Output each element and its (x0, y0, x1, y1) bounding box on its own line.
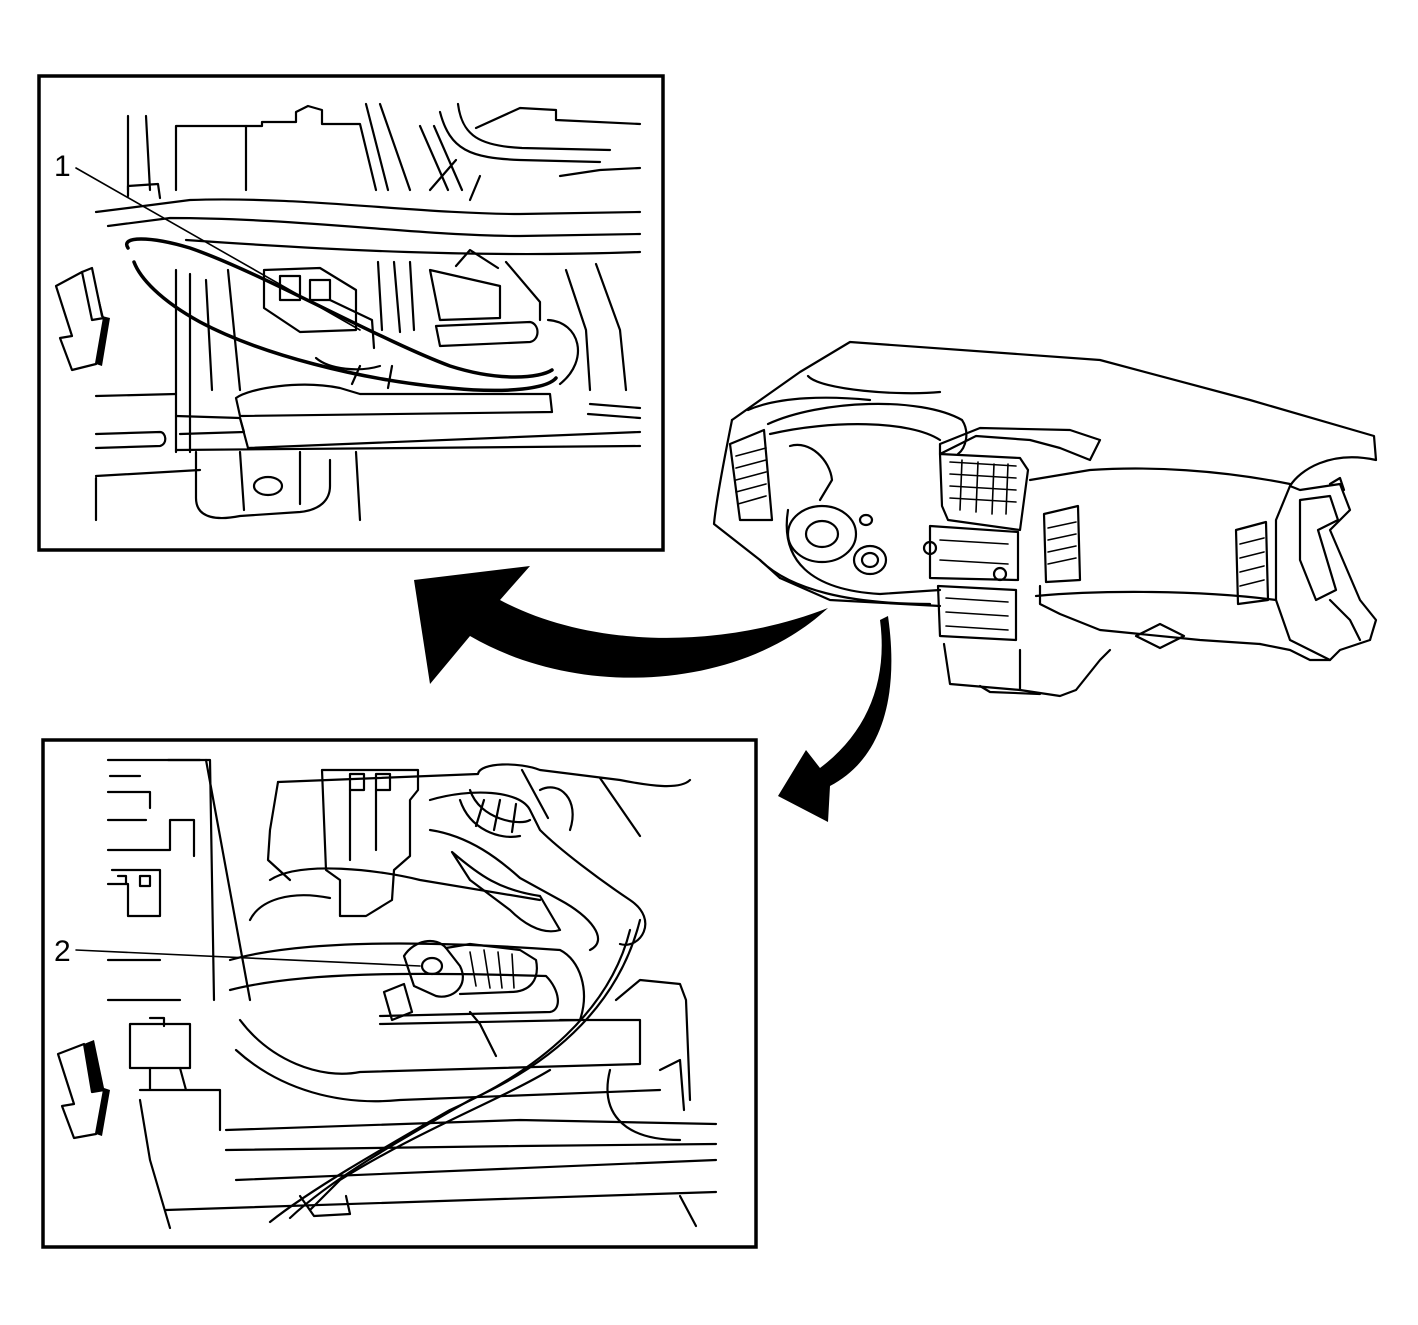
callout-1-label: 1 (54, 150, 71, 183)
lower-detail-view: 2 (41, 738, 758, 1249)
down-arrow-icon (56, 1040, 110, 1140)
callout-2-leader (75, 949, 421, 967)
upper-detail-frame (37, 74, 665, 552)
lower-detail-frame (41, 738, 758, 1249)
callout-2-label: 2 (54, 935, 71, 968)
instrument-panel-overview (712, 340, 1378, 698)
down-arrow-icon (54, 266, 110, 372)
callout-1-leader (75, 167, 361, 331)
curved-arrow-icon (778, 616, 892, 822)
upper-detail-linework (54, 102, 642, 522)
upper-detail-view: 1 (37, 74, 665, 552)
lower-detail-linework (56, 758, 718, 1230)
curved-arrow-icon (414, 566, 828, 684)
